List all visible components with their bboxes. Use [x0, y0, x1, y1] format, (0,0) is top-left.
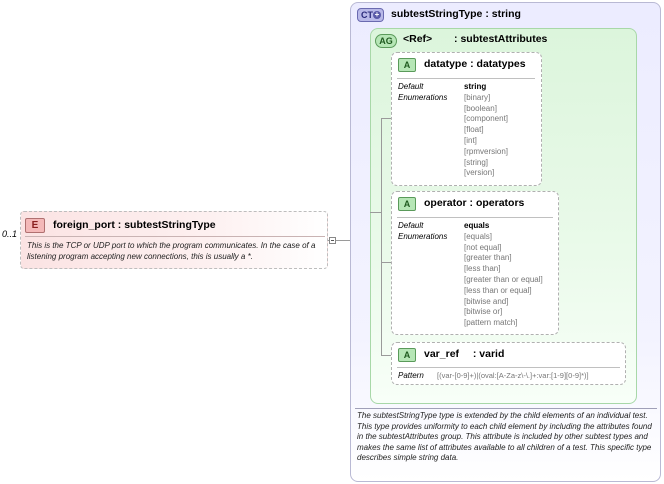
complex-type-type-sep: : — [485, 8, 489, 20]
attribute-divider — [397, 78, 535, 79]
enum-value: [rpmversion] — [464, 146, 509, 156]
element-title: foreign_port : subtestStringType — [53, 219, 216, 231]
attribute-values-operator: equals [equals] [not equal] [greater tha… — [464, 221, 543, 329]
element-type-sep: : — [117, 219, 122, 231]
pattern-text: [(var-[0-9]+)|(oval:[A-Za-z\-\.]+:var:[1… — [437, 371, 589, 380]
attribute-type: varid — [479, 348, 505, 360]
enum-value: [greater than] — [464, 253, 512, 263]
attribute-type-sep: : — [472, 348, 477, 360]
attribute-labels: Default Enumerations — [398, 82, 447, 104]
attribute-name: var_ref — [424, 348, 460, 360]
attribute-group-type-sep: : — [454, 33, 458, 45]
default-value: equals — [464, 221, 490, 230]
attribute-group-ref: <Ref> — [403, 33, 433, 45]
pattern-value: [(var-[0-9]+)|(oval:[A-Za-z\-\.]+:var:[1… — [437, 371, 589, 382]
enum-value: [less than or equal] — [464, 285, 532, 295]
enum-value: [equals] — [464, 231, 493, 241]
element-type: subtestStringType — [124, 219, 216, 231]
enum-value: [bitwise or] — [464, 307, 503, 317]
attribute-type-sep: : — [469, 197, 474, 209]
plus-icon: + — [373, 10, 381, 19]
element-badge-icon: E — [25, 218, 45, 233]
enum-value: [less than] — [464, 264, 501, 274]
element-expand-handle[interactable] — [329, 237, 336, 244]
complex-type-badge-icon: CT + — [357, 8, 384, 22]
complex-type-title: subtestStringType : string — [391, 8, 521, 20]
enum-value: [string] — [464, 157, 489, 167]
attribute-badge-icon: A — [398, 348, 416, 362]
element-documentation: This is the TCP or UDP port to which the… — [27, 241, 316, 261]
attribute-name: datatype — [424, 58, 468, 70]
enum-value: [boolean] — [464, 103, 497, 113]
attribute-badge-icon: A — [398, 197, 416, 211]
attribute-group-badge-icon: AG — [375, 34, 397, 48]
element-connector-line — [328, 240, 350, 241]
attribute-title-operator: operator : operators — [424, 197, 524, 209]
enum-value: [float] — [464, 125, 484, 135]
attribute-values-datatype: string [binary] [boolean] [component] [f… — [464, 82, 508, 179]
default-value: string — [464, 82, 487, 91]
pattern-label: Pattern — [398, 371, 424, 380]
attribute-box-var-ref[interactable] — [391, 342, 626, 385]
enum-value: [binary] — [464, 92, 491, 102]
complex-type-name: subtestStringType — [391, 8, 483, 20]
attribute-connector-2 — [381, 262, 391, 263]
enum-value: [pattern match] — [464, 318, 518, 328]
enum-value: [version] — [464, 168, 495, 178]
attribute-divider — [397, 367, 620, 368]
attribute-divider — [397, 217, 553, 218]
attribute-type: operators — [475, 197, 525, 209]
attribute-connector-3 — [381, 355, 391, 356]
attribute-name: operator — [424, 197, 467, 209]
enumerations-label: Enumerations — [398, 231, 448, 241]
attribute-group-name: subtestAttributes — [460, 33, 548, 45]
enum-value: [not equal] — [464, 242, 502, 252]
attribute-box-datatype[interactable] — [391, 52, 542, 186]
complex-type-type: string — [491, 8, 521, 20]
complex-type-documentation: The subtestStringType type is extended b… — [357, 411, 652, 462]
element-name: foreign_port — [53, 219, 115, 231]
attribute-title-var-ref: var_ref : varid — [424, 348, 504, 360]
enum-value: [component] — [464, 114, 509, 124]
complex-type-badge-text: CT — [361, 10, 373, 20]
element-box[interactable] — [20, 211, 328, 269]
enum-value: [int] — [464, 135, 477, 145]
element-header-divider — [25, 236, 325, 237]
enum-value: [bitwise and] — [464, 296, 509, 306]
attribute-type-sep: : — [470, 58, 474, 70]
attribute-group-title: <Ref> : subtestAttributes — [403, 33, 547, 45]
default-label: Default — [398, 82, 424, 91]
ag-to-trunk-connector — [370, 212, 381, 213]
attribute-connector-1 — [381, 118, 391, 119]
default-label: Default — [398, 221, 424, 230]
complex-type-doc-divider — [355, 408, 657, 409]
attribute-type: datatypes — [476, 58, 526, 70]
attribute-box-operator[interactable] — [391, 191, 559, 335]
attribute-tree-trunk — [381, 118, 382, 355]
enumerations-label: Enumerations — [398, 92, 448, 102]
enum-value: [greater than or equal] — [464, 274, 543, 284]
attribute-labels: Default Enumerations — [398, 221, 447, 243]
attribute-badge-icon: A — [398, 58, 416, 72]
element-cardinality: 0..1 — [2, 229, 18, 239]
attribute-title-datatype: datatype : datatypes — [424, 58, 526, 70]
